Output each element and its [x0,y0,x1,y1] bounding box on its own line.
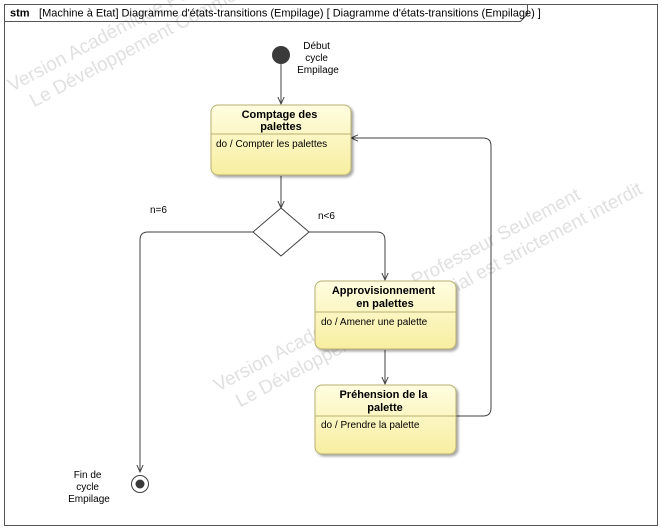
state-prehension-title: Préhension de la palette [339,389,430,414]
state-comptage-title: Comptage des palettes [242,109,321,133]
final-node[interactable] [131,475,149,493]
initial-label-line-3: Empilage [297,65,339,76]
final-label-line-1: Fin de [74,470,102,481]
state-comptage-activity: do / Compter les palettes [216,139,327,150]
transition-prehension-to-comptage[interactable] [351,138,492,417]
frame-tab [4,4,528,22]
diagram-frame [4,4,658,526]
initial-label: Début cycle Empilage [297,41,339,76]
state-approvisionnement-title-line-2: en palettes [356,298,413,310]
state-prehension-activity: do / Prendre la palette [321,420,420,431]
transition-choice-to-approvisionnement[interactable] [309,231,385,280]
state-approvisionnement-activity: do / Amener une palette [321,317,428,328]
initial-label-line-2: cycle [305,53,328,64]
final-label: Fin de cycle Empilage [68,470,110,505]
frame-label: [Machine à Etat] Diagramme d'états-trans… [39,8,541,20]
state-comptage-title-line-2: palettes [260,121,302,133]
state-approvisionnement[interactable]: Approvisionnement en palettes do / Amene… [314,280,457,350]
state-prehension-title-line-1: Préhension de la [339,389,428,401]
guard-left-label: n=6 [150,205,167,216]
choice-node[interactable] [252,207,310,257]
initial-label-line-1: Début [303,41,330,52]
guard-right-label: n<6 [318,211,335,222]
state-prehension-box [314,384,457,455]
state-prehension-title-line-2: palette [367,402,402,414]
state-prehension[interactable]: Préhension de la palette do / Prendre la… [314,384,457,455]
state-comptage-title-line-1: Comptage des [242,109,318,121]
final-node-dot [135,479,145,489]
frame-title: stm [Machine à Etat] Diagramme d'états-t… [10,4,541,21]
final-label-line-3: Empilage [68,494,110,505]
final-label-line-2: cycle [76,482,99,493]
state-approvisionnement-title-line-1: Approvisionnement [332,285,436,297]
transition-choice-to-final[interactable] [140,231,253,472]
state-comptage-box [210,104,352,176]
state-comptage[interactable]: Comptage des palettes do / Compter les p… [210,104,352,176]
state-approvisionnement-box [314,280,457,350]
state-approvisionnement-title: Approvisionnement en palettes [332,285,438,310]
initial-node[interactable] [272,46,290,64]
frame-keyword: stm [10,8,30,20]
